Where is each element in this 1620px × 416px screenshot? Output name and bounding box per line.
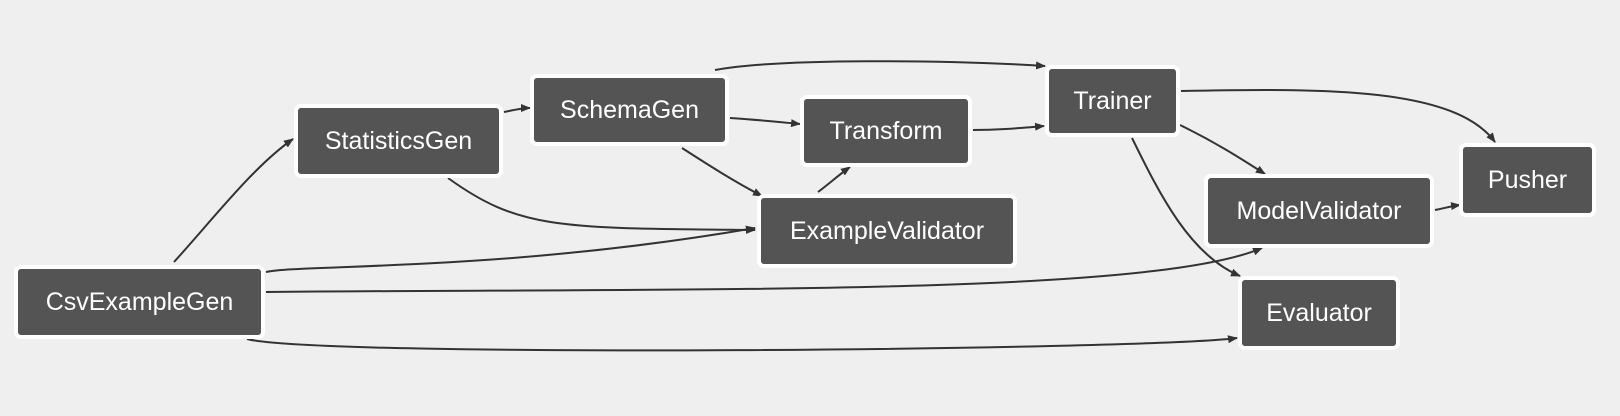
- edge-stats-to-exval: [447, 177, 756, 234]
- node-transform[interactable]: Transform: [800, 95, 972, 167]
- edge-trainer-to-modval: [1179, 124, 1266, 175]
- edge-csv-to-exval: [265, 225, 756, 273]
- edge-schema-to-transform: [729, 117, 801, 128]
- edge-schema-to-exval: [681, 147, 763, 197]
- node-modelvalidator[interactable]: ModelValidator: [1204, 174, 1434, 248]
- node-label: Evaluator: [1266, 298, 1372, 327]
- edge-stats-to-schema: [503, 104, 531, 113]
- node-label: SchemaGen: [560, 95, 699, 124]
- node-csvexamplegen[interactable]: CsvExampleGen: [14, 265, 265, 339]
- node-label: ModelValidator: [1236, 196, 1402, 225]
- edge-transform-to-trainer: [972, 122, 1045, 131]
- edge-csv-to-stats: [173, 138, 294, 263]
- node-label: StatisticsGen: [324, 126, 473, 155]
- edge-csv-to-evaluator: [246, 335, 1238, 352]
- edge-schema-to-trainer: [714, 60, 1046, 71]
- edge-csv-to-modval: [265, 247, 1263, 293]
- node-pusher[interactable]: Pusher: [1459, 143, 1596, 217]
- edge-trainer-to-evaluator: [1131, 137, 1241, 277]
- node-label: ExampleValidator: [789, 216, 985, 245]
- edge-trainer-to-pusher: [1180, 88, 1496, 143]
- node-statisticsgen[interactable]: StatisticsGen: [294, 104, 503, 178]
- node-schemagen[interactable]: SchemaGen: [530, 74, 729, 146]
- edge-modval-to-pusher: [1434, 202, 1461, 211]
- node-evaluator[interactable]: Evaluator: [1238, 276, 1400, 350]
- node-label: CsvExampleGen: [45, 287, 234, 316]
- node-label: Trainer: [1073, 86, 1152, 115]
- node-label: Transform: [829, 116, 943, 145]
- node-trainer[interactable]: Trainer: [1045, 65, 1180, 137]
- node-label: Pusher: [1487, 165, 1568, 194]
- node-examplevalidator[interactable]: ExampleValidator: [757, 194, 1017, 268]
- edge-exval-to-transform: [817, 166, 851, 193]
